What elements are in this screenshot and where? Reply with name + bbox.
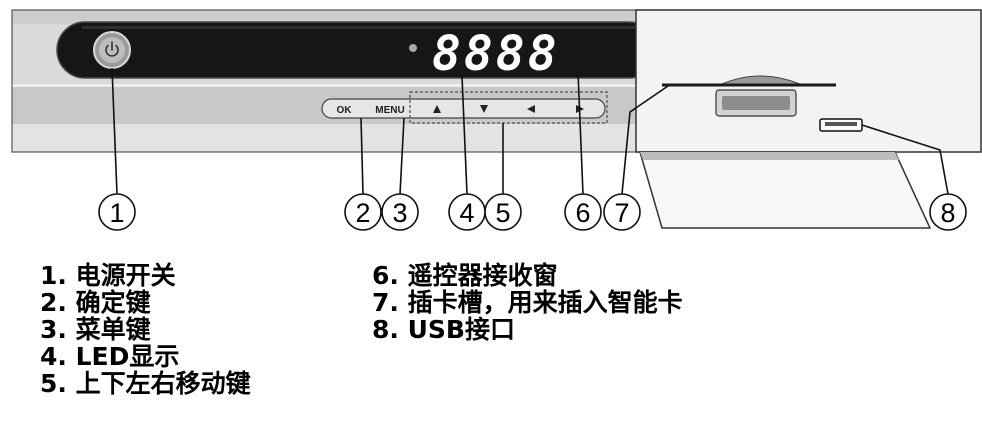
usb-port-icon[interactable]: [819, 118, 863, 132]
callout-number-3: 3: [392, 198, 407, 228]
front-panel-diagram: 8888 OK MENU: [11, 9, 982, 231]
side-panel: [635, 9, 982, 229]
display-strip: [56, 21, 658, 79]
left-arrow-icon: [527, 105, 535, 113]
callout-circle-6: [564, 193, 602, 231]
leader-line-4: [461, 75, 468, 195]
callout-number-1: 1: [109, 198, 124, 228]
callout-number-5: 5: [495, 198, 510, 228]
menu-button[interactable]: MENU: [367, 100, 413, 117]
leader-line-2: [360, 117, 364, 195]
callouts: 1 2 3 4 5 6 7: [98, 193, 967, 231]
remote-receiver-window: [409, 44, 417, 52]
legend-item-remote-receiver: 6. 遥控器接收窗: [372, 261, 558, 290]
down-arrow-icon: [480, 105, 488, 113]
smart-card: [721, 75, 801, 85]
callout-8: 8: [929, 193, 967, 231]
callout-number-7: 7: [614, 198, 629, 228]
callout-circle-2: [344, 193, 382, 231]
callout-number-8: 8: [940, 198, 955, 228]
usb-port-tongue: [825, 122, 857, 126]
up-arrow-icon: [433, 105, 441, 113]
callout-1: 1: [98, 193, 136, 231]
device-body: [11, 9, 639, 153]
left-button[interactable]: [507, 100, 555, 117]
display-strip-sheen: [82, 26, 637, 29]
callout-3: 3: [381, 193, 419, 231]
callout-5: 5: [484, 193, 522, 231]
leader-line-1: [111, 67, 118, 195]
callout-circle-3: [381, 193, 419, 231]
callout-number-6: 6: [575, 198, 590, 228]
callout-circle-8: [929, 193, 967, 231]
body-top-edge: [12, 10, 638, 24]
power-icon: [105, 41, 119, 57]
callout-circle-5: [484, 193, 522, 231]
legend-item-power-switch: 1. 电源开关: [40, 261, 176, 290]
body-bottom: [12, 124, 638, 152]
up-button[interactable]: [413, 100, 460, 117]
leader-line-3: [399, 117, 405, 195]
front-flap[interactable]: [639, 151, 932, 229]
menu-button-label: MENU: [375, 105, 404, 116]
down-button[interactable]: [460, 100, 507, 117]
power-icon-arc: [105, 44, 119, 57]
arrow-keys-outline: [409, 91, 608, 124]
front-flap-hinge: [640, 152, 899, 160]
legend-item-card-slot: 7. 插卡槽，用来插入智能卡: [372, 288, 683, 317]
callout-6: 6: [564, 193, 602, 231]
smart-card-slot-icon: [662, 75, 836, 117]
callout-2: 2: [344, 193, 382, 231]
legend-item-arrow-keys: 5. 上下左右移动键: [40, 369, 251, 398]
leader-lines: [111, 67, 949, 195]
legend-column-1: 1. 电源开关 2. 确定键 3. 菜单键 4. LED显示 5. 上下左右移动…: [40, 262, 251, 397]
callout-circle-7: [603, 193, 641, 231]
leader-line-8: [861, 124, 949, 195]
card-slot-recess-inner: [722, 96, 790, 110]
callout-7: 7: [603, 193, 641, 231]
callout-number-4: 4: [459, 198, 474, 228]
side-panel-face: [635, 9, 982, 153]
legend-column-2: 6. 遥控器接收窗 7. 插卡槽，用来插入智能卡 8. USB接口: [372, 262, 683, 343]
legend-item-ok-key: 2. 确定键: [40, 288, 151, 317]
ok-button-label: OK: [337, 105, 353, 116]
leader-line-6: [577, 71, 584, 195]
callout-4: 4: [448, 193, 486, 231]
body-band-highlight: [12, 84, 638, 87]
led-display-digits: 8888: [432, 26, 560, 82]
callout-number-2: 2: [355, 198, 370, 228]
power-button[interactable]: [93, 31, 131, 69]
legend-item-led-display: 4. LED显示: [40, 342, 180, 371]
legend-item-usb-port: 8. USB接口: [372, 315, 515, 344]
legend-item-menu-key: 3. 菜单键: [40, 315, 151, 344]
callout-circle-1: [98, 193, 136, 231]
leader-line-7: [621, 85, 669, 195]
ok-button[interactable]: OK: [324, 100, 367, 117]
